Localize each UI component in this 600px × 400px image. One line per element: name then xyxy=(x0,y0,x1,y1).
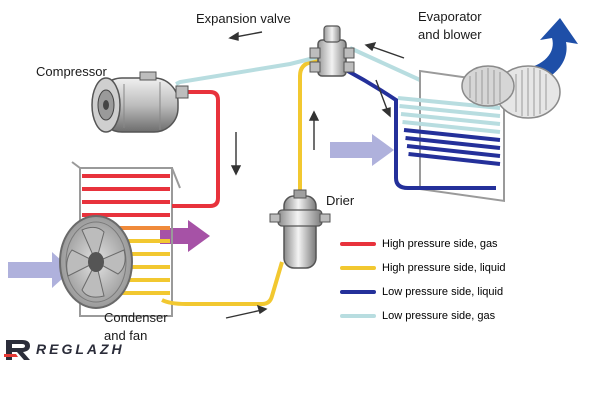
logo-text: REGLAZH xyxy=(36,341,125,357)
condenser-fan-icon xyxy=(59,215,133,309)
flow-arrow-icon xyxy=(308,110,320,150)
legend-label: High pressure side, gas xyxy=(382,238,498,250)
reglazh-logo-icon xyxy=(4,340,30,360)
legend-item: High pressure side, gas xyxy=(340,236,530,260)
legend-swatch xyxy=(340,266,376,270)
evaporator-tube xyxy=(408,152,501,166)
blower-icon xyxy=(461,65,561,119)
reglazh-logo: REGLAZH xyxy=(4,336,154,366)
legend-label: Low pressure side, liquid xyxy=(382,286,504,298)
legend-label: High pressure side, liquid xyxy=(382,262,506,274)
condenser-air-in-arrow xyxy=(8,252,72,288)
legend-swatch xyxy=(340,314,376,318)
evaporator-coil xyxy=(394,69,505,202)
pipe-low-pressure-liquid xyxy=(345,68,398,112)
pipe-low-pressure-gas-to-compressor xyxy=(175,54,323,86)
evaporator-tube xyxy=(406,144,501,158)
legend-swatch xyxy=(340,290,376,294)
label-condenser: Condenser xyxy=(104,310,168,325)
pipe-low-pressure-gas-from-evaporator xyxy=(349,46,421,82)
label-evaporator-blower: and blower xyxy=(418,27,482,42)
evaporator-tube xyxy=(394,112,496,190)
flow-arrow-icon xyxy=(230,132,242,176)
pipe-high-pressure-gas xyxy=(172,90,220,208)
label-condenser-fan: and fan xyxy=(104,328,148,343)
legend-swatch xyxy=(340,242,376,246)
pipe-high-pressure-liquid-to-valve xyxy=(298,58,323,200)
flow-arrow-icon xyxy=(375,79,391,118)
legend-item: High pressure side, liquid xyxy=(340,260,530,284)
label-expansion-valve: Expansion valve xyxy=(196,11,291,26)
label-drier: Drier xyxy=(326,193,355,208)
flow-arrow-icon xyxy=(364,42,405,59)
evaporator-tube xyxy=(399,104,501,118)
evaporator-tube xyxy=(405,136,501,150)
legend-label: Low pressure side, gas xyxy=(382,310,496,322)
flow-arrow-icon xyxy=(228,31,263,41)
drier-icon xyxy=(269,189,331,269)
label-compressor: Compressor xyxy=(36,64,107,79)
expansion-valve-icon xyxy=(309,25,355,77)
legend-item: Low pressure side, liquid xyxy=(340,284,530,308)
pipe-high-pressure-liquid-to-drier xyxy=(161,261,284,306)
legend-item: Low pressure side, gas xyxy=(340,308,530,332)
evaporator-tube xyxy=(403,128,501,142)
flow-arrow-icon xyxy=(225,304,268,319)
condenser-air-out-arrow xyxy=(160,220,210,252)
legend: High pressure side, gas High pressure si… xyxy=(340,236,530,332)
evaporator-air-in-arrow xyxy=(330,134,394,166)
compressor-icon xyxy=(91,71,189,133)
evaporator-tube xyxy=(402,120,501,134)
evaporator-tube xyxy=(400,112,501,126)
label-evaporator: Evaporator xyxy=(418,9,482,24)
